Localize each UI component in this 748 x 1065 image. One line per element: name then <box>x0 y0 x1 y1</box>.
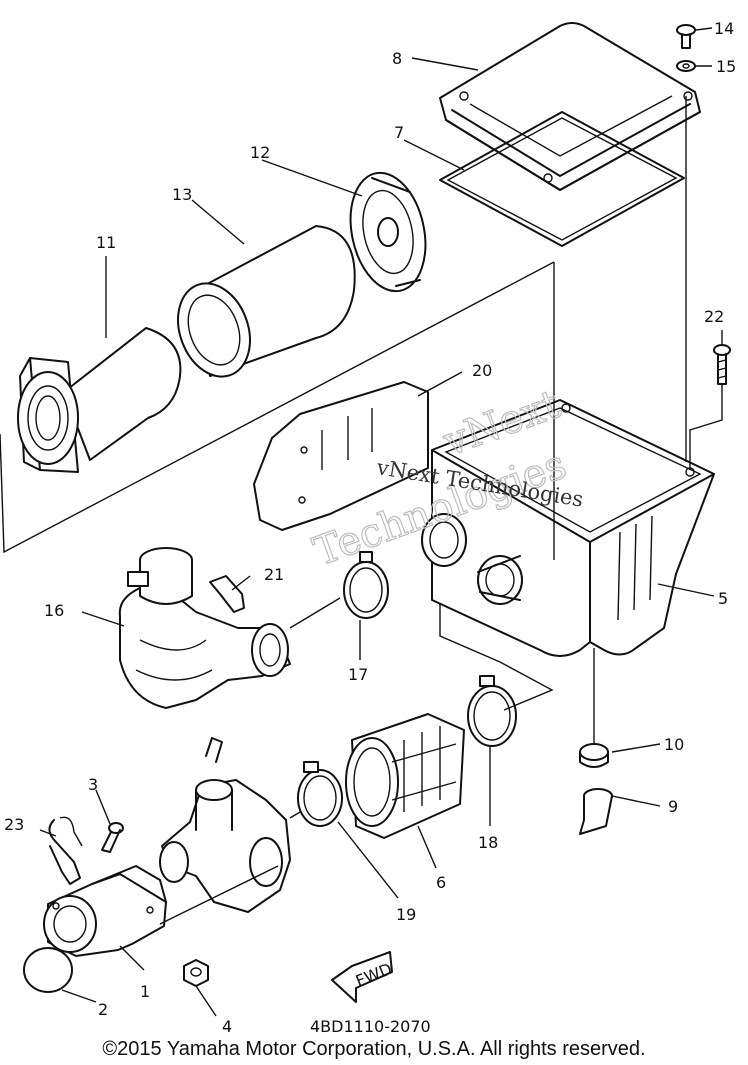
callout-2: 2 <box>98 1000 108 1019</box>
part-2-seal <box>23 947 73 993</box>
callout-labels: 1 2 3 4 5 6 7 8 9 10 11 12 13 14 15 16 1… <box>4 19 736 1036</box>
callout-19: 19 <box>396 905 416 924</box>
callout-5: 5 <box>718 589 728 608</box>
part-5-air-filter-case <box>421 399 715 657</box>
part-1-manifold <box>43 865 167 957</box>
callout-3: 3 <box>88 775 98 794</box>
part-13-filter-element <box>177 225 356 378</box>
part-12-element-cap <box>349 171 427 293</box>
part-21-vent-hose <box>209 575 245 613</box>
part-6-joint <box>345 713 465 839</box>
callout-14: 14 <box>714 19 734 38</box>
callout-10: 10 <box>664 735 684 754</box>
callout-23: 23 <box>4 815 24 834</box>
part-7-gasket <box>439 111 685 247</box>
part-16-intake-joint <box>118 547 291 709</box>
callout-4: 4 <box>222 1017 232 1036</box>
part-23-clip <box>48 816 83 885</box>
callout-6: 6 <box>436 873 446 892</box>
callout-16: 16 <box>44 601 64 620</box>
part-code: 4BD1110-2070 <box>310 1017 431 1036</box>
part-18-clamp <box>467 675 517 747</box>
callout-1: 1 <box>140 982 150 1001</box>
callout-11: 11 <box>96 233 116 252</box>
callout-15: 15 <box>716 57 736 76</box>
callout-9: 9 <box>668 797 678 816</box>
part-4-nut <box>183 959 209 987</box>
part-17-clamp <box>343 551 389 619</box>
part-10-drain-plug <box>579 743 609 768</box>
carburetor <box>159 737 291 913</box>
part-3-bolt <box>101 822 124 853</box>
copyright-notice: ©2015 Yamaha Motor Corporation, U.S.A. A… <box>102 1038 646 1060</box>
callout-18: 18 <box>478 833 498 852</box>
part-19-clamp <box>297 761 343 827</box>
part-22-bolt <box>713 344 731 385</box>
callout-21: 21 <box>264 565 284 584</box>
part-11-element-guide <box>17 327 182 473</box>
callout-22: 22 <box>704 307 724 326</box>
callout-17: 17 <box>348 665 368 684</box>
callout-7: 7 <box>394 123 404 142</box>
callout-20: 20 <box>472 361 492 380</box>
fwd-arrow: FWD <box>331 951 395 1003</box>
part-20-plate <box>253 381 429 531</box>
part-14-bolt <box>676 24 696 49</box>
leader-lines <box>0 27 723 1017</box>
callout-8: 8 <box>392 49 402 68</box>
part-9-drain-hose <box>579 788 613 835</box>
part-15-washer <box>676 60 696 72</box>
callout-12: 12 <box>250 143 270 162</box>
callout-13: 13 <box>172 185 192 204</box>
